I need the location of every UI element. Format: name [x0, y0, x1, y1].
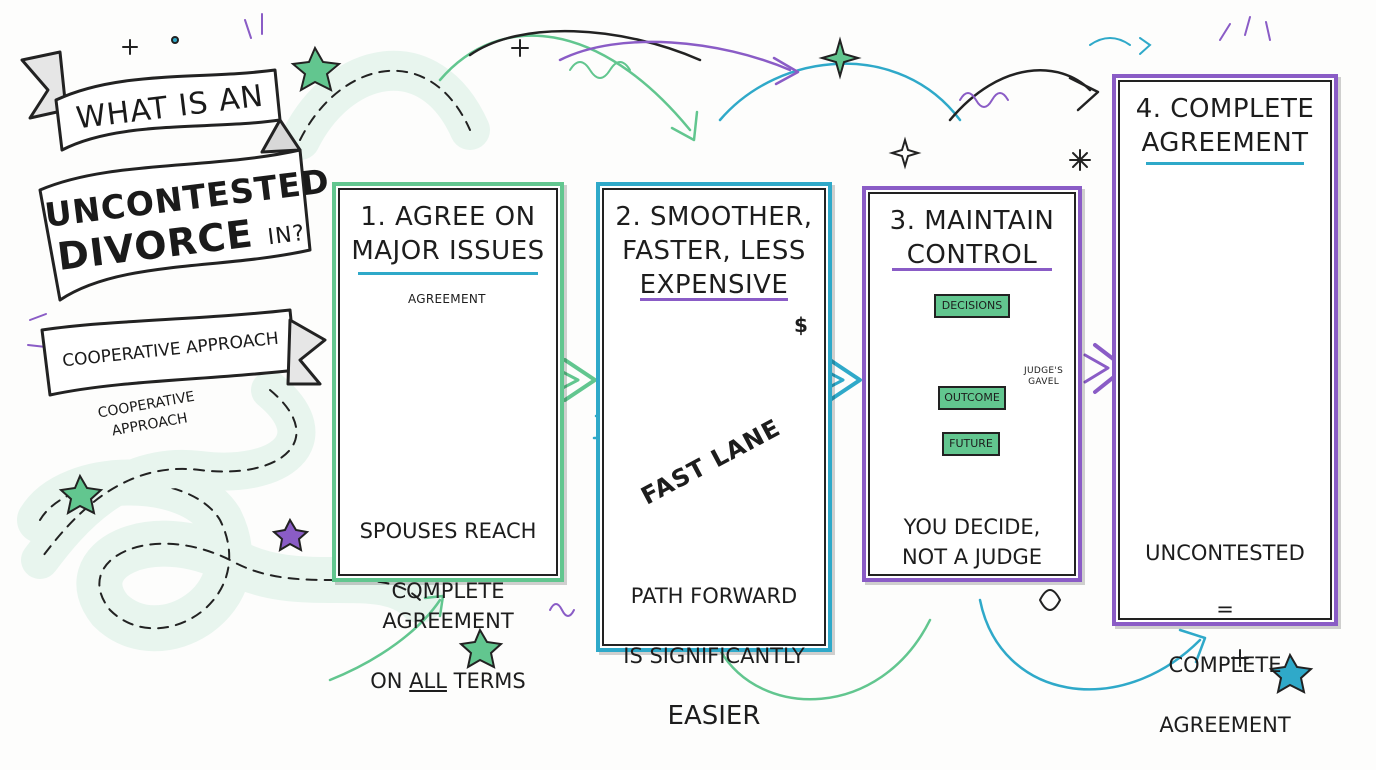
- step-1-footer-emphasis: ALL: [409, 669, 447, 693]
- title-in-word: IN?: [266, 220, 307, 251]
- step-3-title-underline: [892, 268, 1052, 271]
- step-card-1: 1. AGREE ON MAJOR ISSUES AGREEMENT SPOUS…: [332, 182, 564, 693]
- flow-arrows: [328, 29, 1207, 701]
- step-4-footer-line-3: COMPLETE: [1168, 653, 1282, 677]
- step-3-footer: YOU DECIDE, NOT A JUDGE: [901, 515, 1043, 569]
- step-2-footer-line-2: IS SIGNIFICANTLY: [623, 644, 805, 668]
- step-1-title: 1. AGREE ON MAJOR ISSUES: [351, 202, 545, 266]
- step-1-footer-line-1: SPOUSES REACH: [359, 519, 537, 543]
- step-2-footer-line-1: PATH FORWARD: [630, 584, 798, 608]
- flow-box-decisions: DECISIONS: [934, 294, 1010, 318]
- step-1-title-underline: [358, 272, 538, 275]
- winding-road: [17, 50, 490, 652]
- step-2-title-underline: [640, 298, 788, 301]
- step-2-footer-line-3: EASIER: [667, 701, 761, 731]
- step-4-footer-line-4: AGREEMENT: [1159, 713, 1291, 737]
- step-4-title: 4. COMPLETE AGREEMENT: [1135, 94, 1315, 158]
- step-card-3: 3. MAINTAIN CONTROL DECISIONS OUTCOME FU…: [862, 186, 1082, 582]
- title-ribbon: [20, 50, 327, 397]
- step-card-4: 4. COMPLETE AGREEMENT UNCONTESTED = COMP…: [1112, 74, 1338, 737]
- dollar-icon-purple: $: [772, 459, 786, 483]
- doodle-sparkles: [27, 13, 1314, 695]
- step-1-footer-suffix: TERMS: [446, 669, 526, 693]
- judges-gavel-label: JUDGE'S GAVEL: [1024, 366, 1064, 387]
- step-1-footer-prefix: ON: [370, 669, 410, 693]
- fast-lane-label: FAST LANE: [636, 413, 786, 511]
- step-1-footer: SPOUSES REACH COMPLETE AGREEMENT ON ALL …: [336, 486, 560, 726]
- step-1-footer-line-3: ON ALL TERMS: [336, 666, 560, 696]
- step-4-footer-line-2: =: [1216, 597, 1234, 621]
- step-card-2: 2. SMOOTHER, FASTER, LESS EXPENSIVE $ $ …: [596, 182, 832, 731]
- step-2-footer: PATH FORWARD IS SIGNIFICANTLY EASIER: [600, 551, 828, 761]
- flow-box-future: FUTURE: [942, 432, 1000, 456]
- step-4-footer: UNCONTESTED = COMPLETE AGREEMENT: [1116, 508, 1334, 770]
- step-1-footer-line-2: COMPLETE AGREEMENT: [382, 579, 514, 633]
- step-4-footer-line-1: UNCONTESTED: [1145, 541, 1305, 565]
- dollar-icon-green: $: [794, 313, 808, 337]
- flow-box-outcome: OUTCOME: [938, 386, 1006, 410]
- step-4-title-underline: [1146, 162, 1304, 165]
- agreement-sign-label: AGREEMENT: [408, 292, 486, 306]
- step-2-title: 2. SMOOTHER, FASTER, LESS EXPENSIVE: [615, 202, 813, 300]
- step-3-title: 3. MAINTAIN CONTROL: [889, 206, 1055, 270]
